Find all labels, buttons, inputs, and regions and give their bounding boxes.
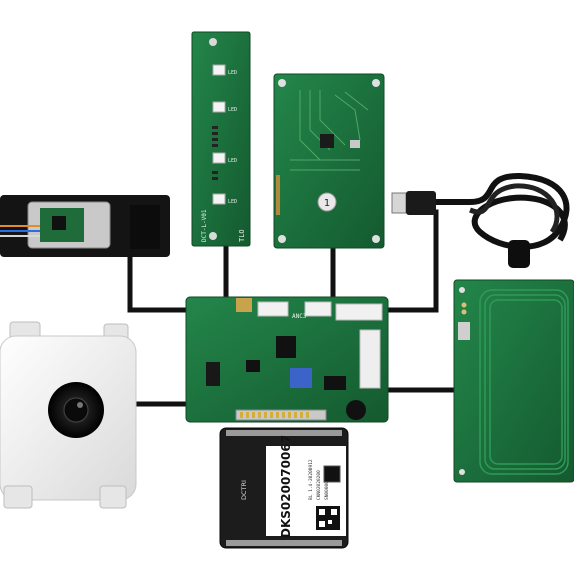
badge-sticker: [317, 192, 337, 212]
scanner-housing: [0, 321, 137, 509]
ferrite-core: [508, 240, 530, 268]
led-board-code: DCT-L-V01: [201, 209, 208, 242]
barcode-scan-engine: [0, 195, 170, 257]
mount-tab: [3, 485, 33, 509]
cable-coil: [436, 172, 570, 250]
connector-white-2: [304, 301, 332, 317]
sam-module: DCTRI DKS020070067 BL 1.4-20200912 CKN02…: [219, 427, 349, 549]
chip-3: [246, 360, 260, 372]
usb-housing: [406, 191, 436, 215]
resistor-column: [212, 126, 218, 180]
module-side-text-1: BL 1.4-20200912: [308, 459, 314, 500]
led-board-mark: TLO: [238, 229, 246, 242]
main-control-board: ANC3: [185, 296, 389, 423]
edge-connector: [276, 175, 280, 215]
mount-hole: [372, 79, 380, 87]
module-serial: DKS020070067: [279, 435, 293, 538]
crystal: [236, 298, 252, 312]
mount-hole: [459, 287, 465, 293]
badge-number: 1: [324, 198, 330, 209]
connection-cables: [127, 209, 457, 407]
pcb-traces: [290, 90, 369, 171]
chip-2: [324, 376, 346, 390]
component: [350, 140, 360, 148]
connector-white-1: [257, 301, 289, 317]
cable-barcode-to-main: [127, 249, 195, 313]
module-brand: DCTRI: [240, 480, 248, 500]
connector-white-3: [335, 303, 383, 321]
header-pins: [240, 412, 309, 418]
led-pads: [212, 64, 226, 205]
main-board-silk: ANC3: [292, 313, 307, 320]
led-label-2: LED: [228, 107, 237, 113]
module-side-text-2: CKN02020200: [316, 470, 322, 500]
sam-socket: [235, 409, 327, 421]
led-label-4: LED: [228, 199, 237, 205]
mount-tab: [99, 485, 127, 509]
mount-hole: [459, 469, 465, 475]
mount-hole: [372, 235, 380, 243]
chip-4: [206, 362, 220, 386]
mount-hole: [209, 38, 217, 46]
usb-cable: [391, 172, 570, 268]
module-side-text-3: SN0000000: [324, 475, 330, 500]
display-board: 1: [273, 73, 385, 249]
connector-side: [359, 329, 381, 389]
led-strip-board: LED LED LED LED DCT-L-V01 TLO: [191, 31, 251, 247]
led-label-3: LED: [228, 158, 237, 164]
chip: [320, 134, 334, 148]
cable-usb-to-main: [385, 209, 439, 313]
engine-chip: [52, 216, 66, 230]
mount-hole: [209, 232, 217, 240]
mcu-chip: [276, 336, 296, 358]
mount-hole: [278, 235, 286, 243]
chip-window: [323, 465, 341, 483]
antenna-coil: [479, 289, 569, 475]
buzzer: [346, 400, 366, 420]
engine-window: [130, 205, 160, 249]
blue-component: [290, 368, 312, 388]
antenna-pads: [458, 322, 470, 340]
usb-plug: [391, 192, 407, 214]
mount-hole: [278, 79, 286, 87]
rfid-antenna-board: [453, 279, 574, 483]
led-label-1: LED: [228, 70, 237, 76]
